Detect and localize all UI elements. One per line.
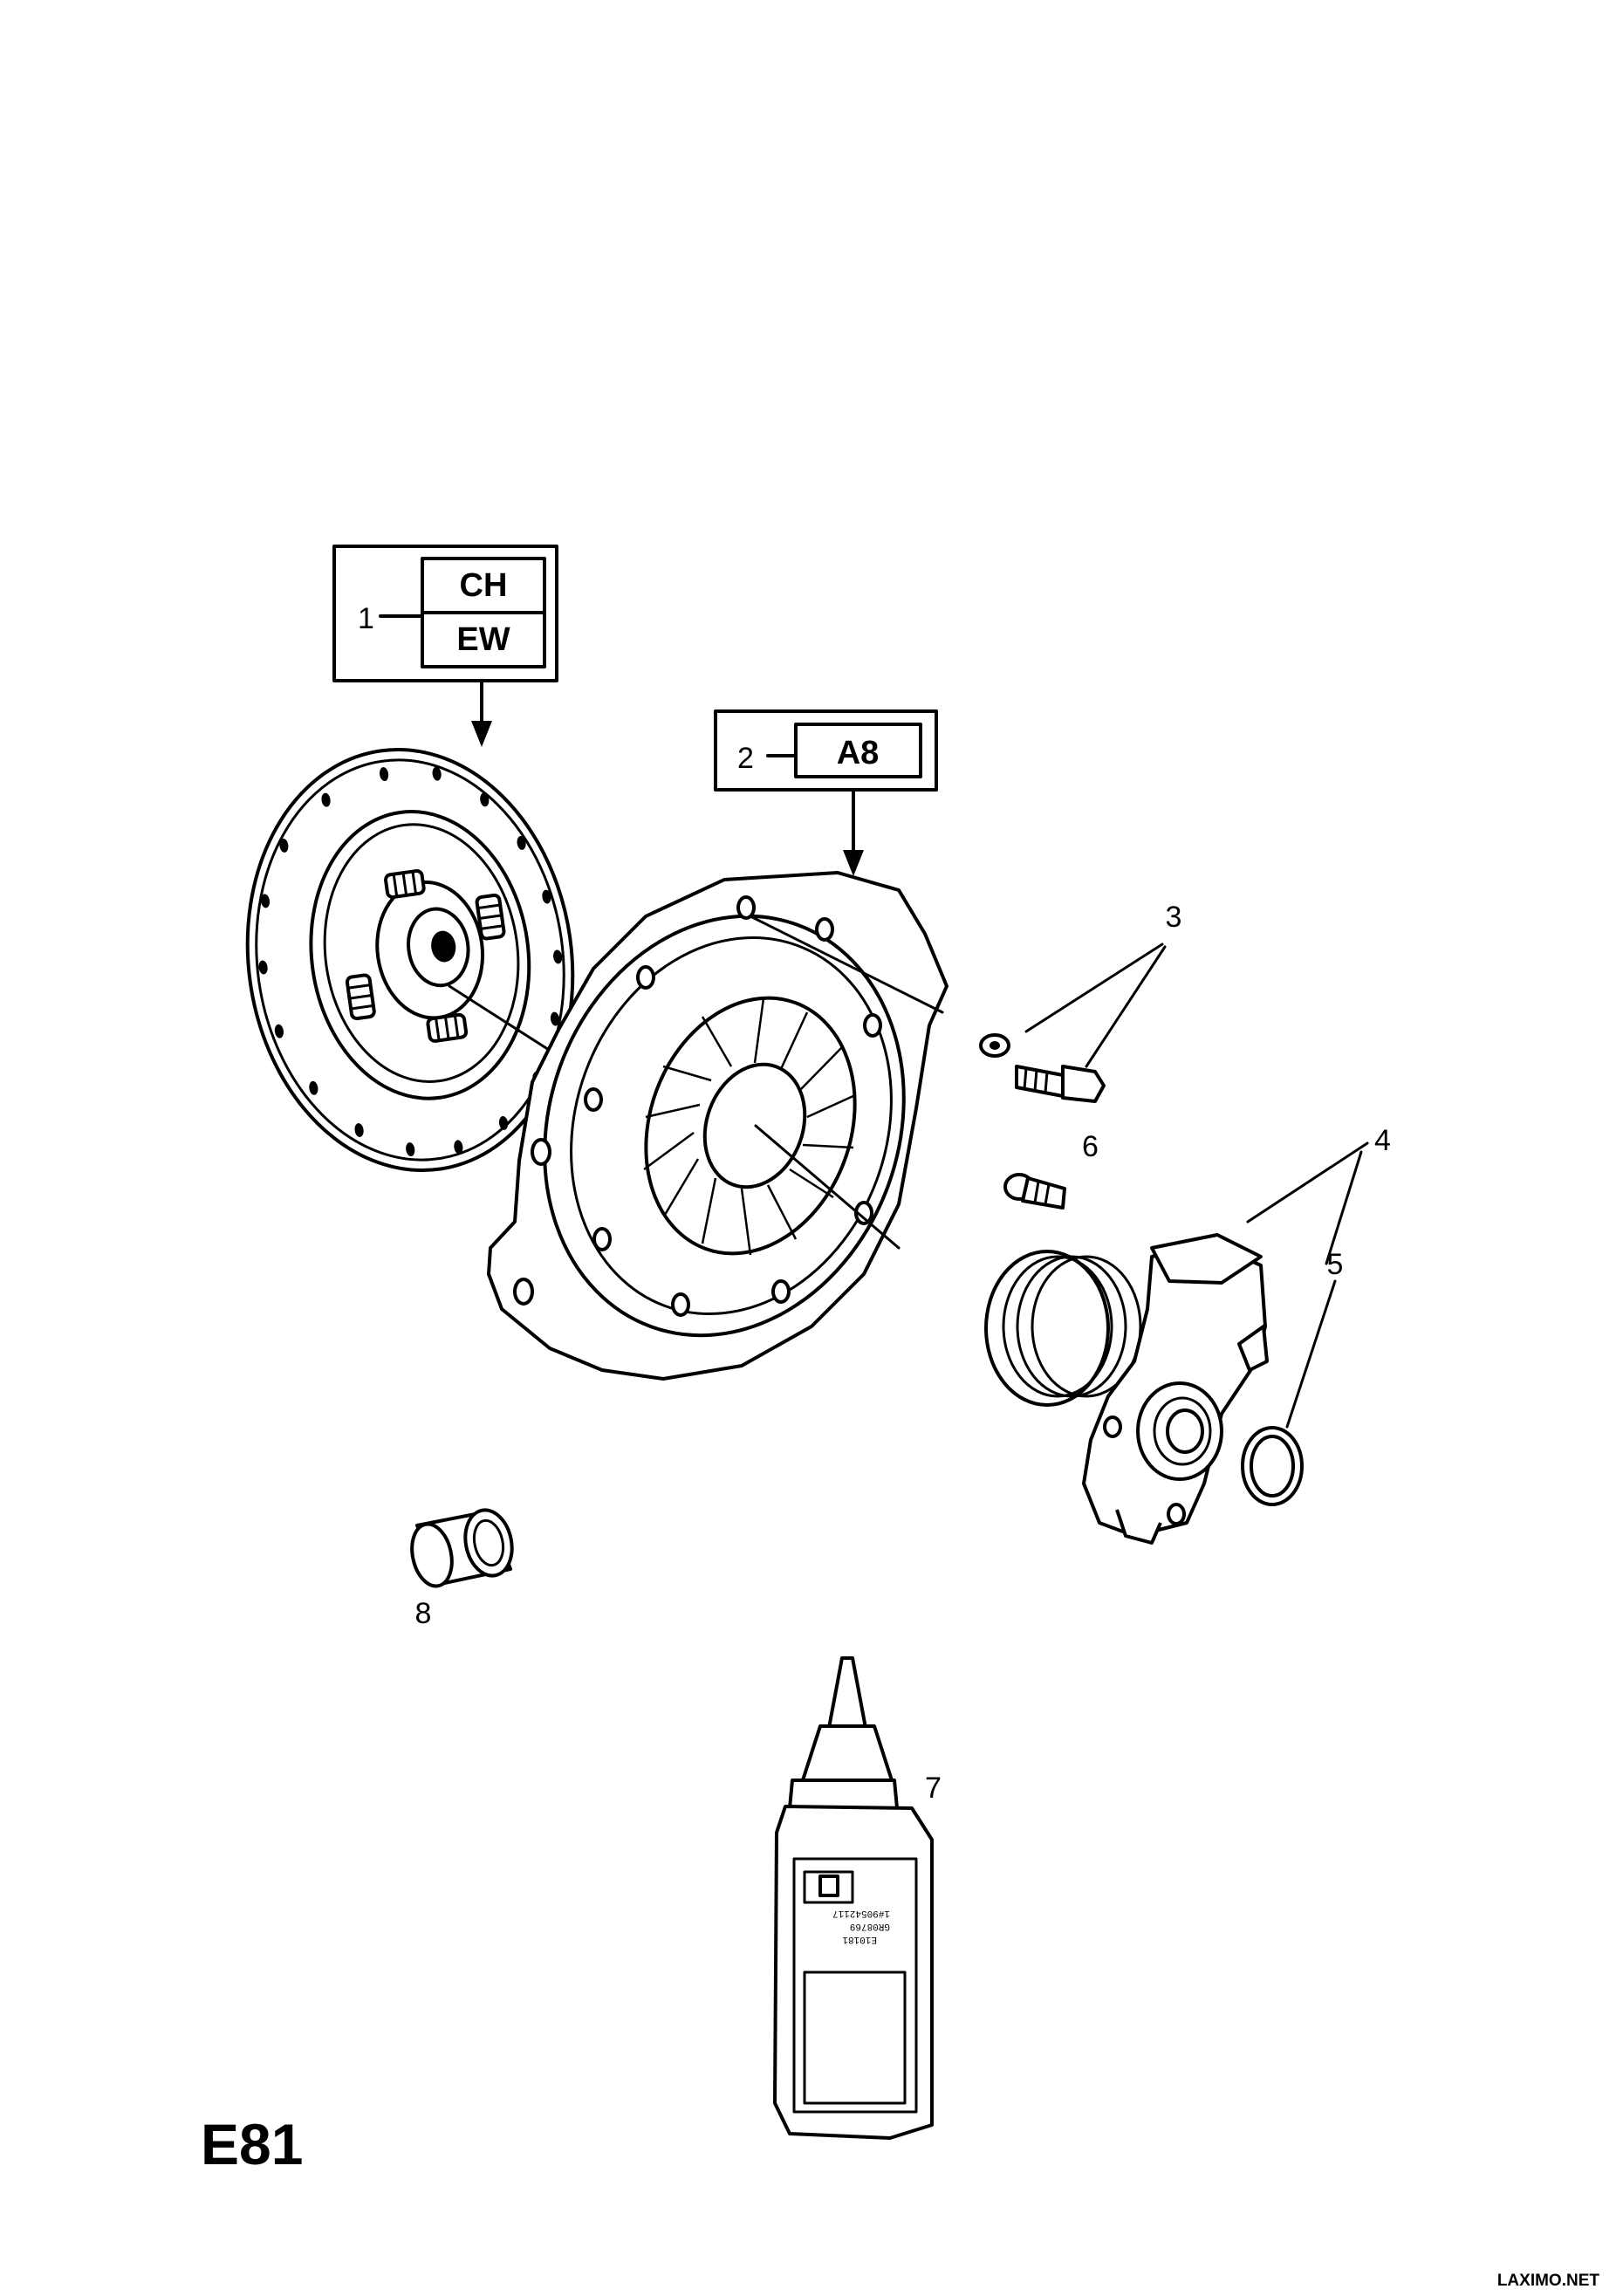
callout-1-code-ew: EW xyxy=(456,621,510,658)
pressure-plate[interactable] xyxy=(487,865,961,1386)
disc-damper-springs xyxy=(345,868,506,1043)
callout-2-code-a8: A8 xyxy=(837,735,880,771)
callout-3-number: 3 xyxy=(1166,901,1182,934)
disc-rivet-holes xyxy=(258,766,563,1157)
callout-4-number: 4 xyxy=(1374,1124,1391,1157)
bottle-nozzle xyxy=(827,1656,867,1730)
pilot-bushing[interactable]: 8 xyxy=(407,1505,517,1630)
callout-2-group[interactable]: 2 A8 xyxy=(714,709,938,876)
callout-6-number: 6 xyxy=(1082,1130,1099,1163)
callout-2-code-box xyxy=(794,723,922,778)
pressure-plate-holes xyxy=(513,895,882,1317)
pressure-plate-axis-line xyxy=(754,1124,901,1250)
bottle-label-line-2: GR08769 xyxy=(850,1921,890,1931)
callout-1-frame xyxy=(332,545,558,682)
callout-1-arrow xyxy=(471,721,492,747)
callout-1-group[interactable]: 1 CH EW xyxy=(332,545,558,747)
screw[interactable]: 6 xyxy=(1003,1130,1099,1210)
bolt-head xyxy=(1061,1065,1106,1103)
bolt-axis-line xyxy=(749,915,944,1014)
callout-5-number: 5 xyxy=(1327,1248,1344,1281)
bolt-with-washer[interactable]: 3 xyxy=(979,901,1182,1103)
callout-7-number: 7 xyxy=(925,1772,942,1805)
slave-cylinder-top-lug xyxy=(1150,1233,1263,1285)
callout-8-number: 8 xyxy=(415,1597,432,1630)
callout-2-number: 2 xyxy=(737,742,754,775)
callout-1-code-ch: CH xyxy=(460,567,508,604)
clutch-disc[interactable] xyxy=(221,729,599,1192)
callout-2-frame xyxy=(714,709,938,792)
watermark: LAXIMO.NET xyxy=(1497,2272,1600,2290)
diaphragm-fingers xyxy=(643,997,856,1256)
callout-2-arrow xyxy=(843,850,864,876)
bottle-label-line-1: 1#90542117 xyxy=(832,1908,890,1918)
bottle-label-line-3: E10181 xyxy=(842,1934,877,1944)
diagram-id-label: E81 xyxy=(201,2112,303,2176)
grease-bottle[interactable]: 1#90542117 GR08769 E10181 7 xyxy=(773,1656,942,2140)
assembly-axis-line xyxy=(448,984,560,1058)
sealing-ring[interactable]: 5 xyxy=(1241,1150,1363,1506)
callout-1-number: 1 xyxy=(358,602,374,635)
bottle-label xyxy=(792,1857,918,2114)
slave-cylinder[interactable]: 4 xyxy=(984,1124,1391,1545)
